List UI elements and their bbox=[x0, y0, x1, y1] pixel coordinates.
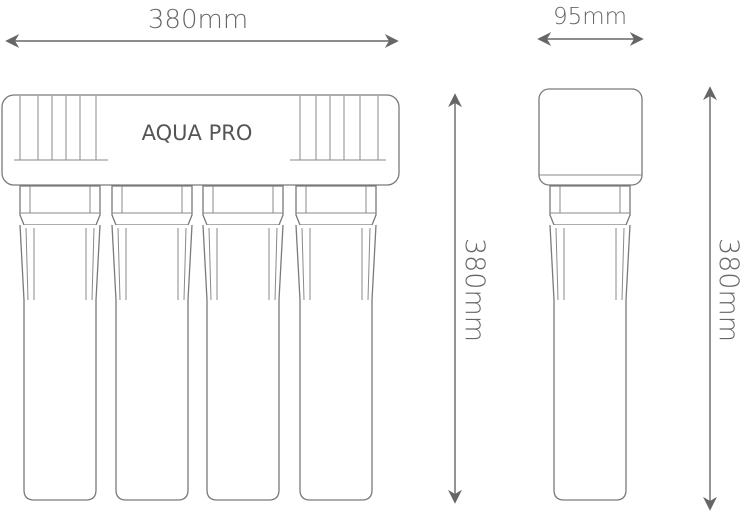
canister-collar bbox=[111, 185, 193, 226]
canister-4 bbox=[295, 185, 377, 501]
canister-collar bbox=[549, 185, 631, 226]
side-height-dimension: 380mm bbox=[703, 86, 744, 511]
side-height-label: 380mm bbox=[713, 238, 744, 342]
side-canister-body bbox=[549, 185, 631, 501]
front-height-dimension: 380mm bbox=[448, 93, 490, 504]
canister-collar bbox=[202, 185, 284, 226]
side-width-label: 95mm bbox=[553, 4, 627, 30]
canister-collar bbox=[295, 185, 377, 226]
canister-body bbox=[202, 224, 284, 501]
canister-2 bbox=[111, 185, 193, 501]
side-canister bbox=[549, 185, 631, 501]
canister-3 bbox=[202, 185, 284, 501]
side-view bbox=[538, 88, 643, 501]
brand-label: AQUA PRO bbox=[142, 121, 253, 145]
side-width-dimension: 95mm bbox=[537, 4, 644, 46]
canister-collar bbox=[19, 185, 101, 226]
front-width-dimension: 380mm bbox=[5, 5, 399, 48]
canister-group bbox=[19, 185, 377, 501]
front-view: AQUA PRO bbox=[1, 94, 400, 501]
canister-body bbox=[549, 224, 631, 501]
front-height-label: 380mm bbox=[459, 238, 490, 342]
side-head bbox=[538, 88, 643, 186]
canister-body bbox=[295, 224, 377, 501]
canister-body bbox=[111, 224, 193, 501]
right-grip-ribs bbox=[290, 96, 386, 161]
front-width-label: 380mm bbox=[148, 5, 248, 35]
left-grip-ribs bbox=[14, 96, 108, 161]
canister-1 bbox=[19, 185, 101, 501]
canister-body bbox=[19, 224, 101, 501]
